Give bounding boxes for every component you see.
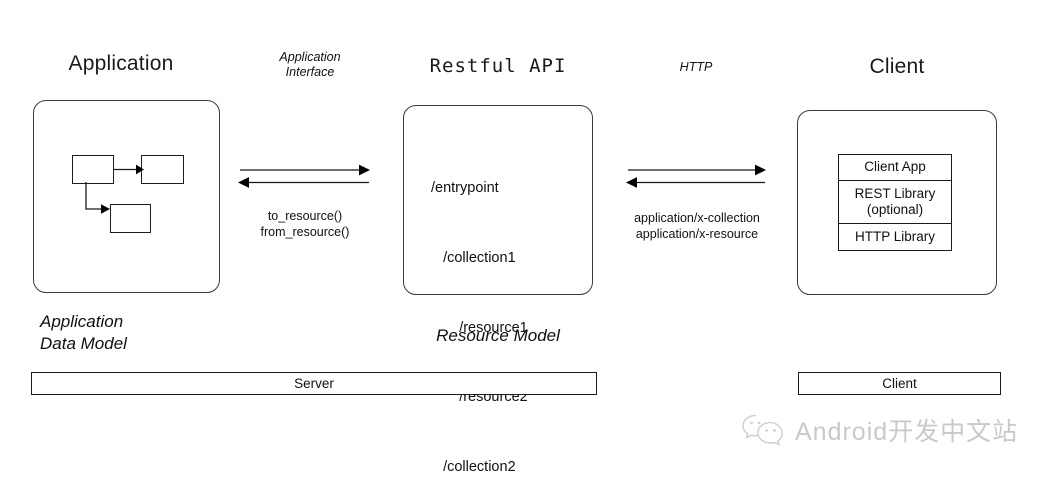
application-box [33, 100, 220, 293]
application-interface-label-line1: Application [279, 50, 341, 64]
application-interface-label: Application Interface [245, 50, 375, 80]
resource-tree-line: /entrypoint [431, 180, 499, 197]
to-resource-label: to_resource() [267, 209, 343, 223]
resource-tree-line: /collection2 [431, 458, 516, 475]
from-resource-label: from_resource() [260, 225, 350, 239]
application-data-model-caption: Application Data Model [40, 311, 240, 355]
app-model-connector-1 [114, 164, 144, 175]
resource-tree-line: /resource1 [431, 319, 528, 336]
application-interface-arrows [238, 164, 370, 188]
watermark-text: Android开发中文站 [795, 418, 1019, 446]
app-model-box-1 [72, 155, 114, 184]
application-interface-label-line2: Interface [285, 65, 335, 79]
http-media-type-caption: application/x-collection application/x-r… [614, 210, 780, 242]
resource-model-caption: Resource Model [436, 326, 560, 345]
wechat-icon [742, 414, 783, 446]
app-model-connector-2 [85, 182, 110, 214]
watermark: Android开发中文站 [740, 412, 1018, 448]
application-data-model-line2: Data Model [40, 334, 127, 353]
restful-api-box [403, 105, 593, 295]
client-stack-row-client-app: Client App [838, 154, 952, 181]
client-stack-row-rest-library: REST Library (optional) [838, 181, 952, 224]
application-interface-caption: to_resource() from_resource() [235, 208, 375, 240]
application-column-title: Application [68, 52, 174, 75]
client-bar: Client [798, 372, 1001, 395]
http-arrows [626, 164, 766, 188]
client-stack: Client App REST Library (optional) HTTP … [838, 154, 952, 251]
server-bar: Server [31, 372, 597, 395]
resource-tree: /entrypoint /collection1 /resource1 /res… [431, 131, 591, 477]
media-type-resource-label: application/x-resource [635, 227, 759, 241]
http-label: HTTP [679, 60, 713, 74]
client-stack-row-http-library: HTTP Library [838, 224, 952, 251]
app-model-box-3 [110, 204, 151, 233]
client-column-title: Client [869, 55, 925, 78]
restful-api-column-title: Restful API [429, 55, 567, 77]
application-data-model-line1: Application [40, 312, 124, 331]
resource-tree-line: /collection1 [431, 250, 516, 267]
media-type-collection-label: application/x-collection [634, 211, 760, 225]
